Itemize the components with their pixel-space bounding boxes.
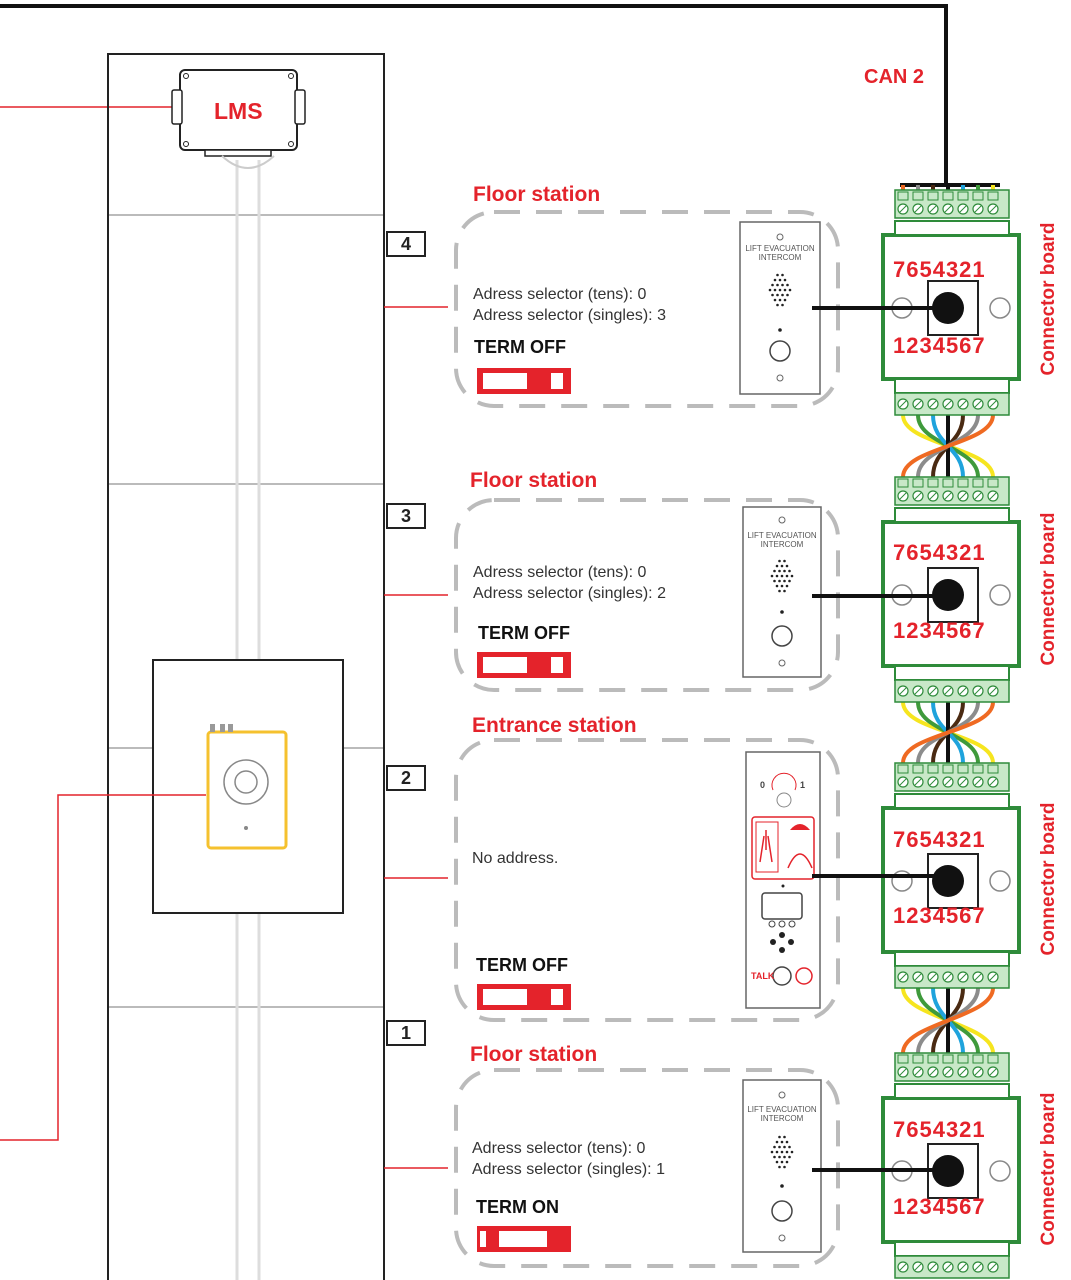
floor-station-panel xyxy=(739,221,821,395)
speaker-grille xyxy=(768,273,792,307)
term-switch xyxy=(477,652,571,678)
connector-board xyxy=(881,189,1021,416)
dial-high-label: 1 xyxy=(800,780,806,790)
station-outline xyxy=(454,738,840,1022)
lms-label: LMS xyxy=(214,98,263,124)
board-pins-top: 7654321 xyxy=(893,827,986,852)
address-tens: Adress selector (tens): 0 xyxy=(473,286,647,303)
address-none: No address. xyxy=(472,850,559,867)
address-text: Adress selector (tens): 0 Adress selecto… xyxy=(473,284,666,326)
board-pins-top: 7654321 xyxy=(893,540,986,565)
board-pins-bottom: 1234567 xyxy=(893,333,986,358)
car-feed-line xyxy=(0,794,206,1141)
address-singles: Adress selector (singles): 3 xyxy=(473,307,666,324)
dial-low-label: 0 xyxy=(760,780,766,790)
floor-number: 3 xyxy=(386,503,426,529)
connector-board-label: Connector board xyxy=(1038,222,1059,376)
board-pins-bottom: 1234567 xyxy=(893,1194,986,1219)
connector-board-label: Connector board xyxy=(1038,802,1059,956)
intercom-label: LIFT EVACUATION INTERCOM xyxy=(747,1105,817,1123)
term-switch xyxy=(477,984,571,1010)
can-bus-label: CAN 2 xyxy=(864,66,925,88)
intercom-label: LIFT EVACUATION INTERCOM xyxy=(745,244,815,262)
station-title: Floor station xyxy=(470,469,598,492)
term-label: TERM OFF xyxy=(478,623,570,643)
term-label: TERM ON xyxy=(476,1197,559,1217)
speaker-grille xyxy=(770,1135,794,1169)
board-pins-top: 7654321 xyxy=(893,1117,986,1142)
car-station-device xyxy=(206,724,288,850)
address-singles: Adress selector (singles): 2 xyxy=(473,585,666,602)
address-text: Adress selector (tens): 0 Adress selecto… xyxy=(472,1138,665,1180)
can-bus-line xyxy=(0,4,948,185)
address-text: Adress selector (tens): 0 Adress selecto… xyxy=(473,562,666,604)
connector-board-label: Connector board xyxy=(1038,1092,1059,1246)
term-label: TERM OFF xyxy=(474,337,566,357)
connector-board xyxy=(881,1052,1021,1279)
speaker-grille xyxy=(770,559,794,593)
address-text: No address. xyxy=(472,848,558,869)
term-switch xyxy=(477,1226,571,1252)
connector-board xyxy=(881,762,1021,989)
floor-number: 2 xyxy=(386,765,426,791)
talk-label: TALK xyxy=(751,971,775,981)
term-label: TERM OFF xyxy=(476,955,568,975)
floor-number: 1 xyxy=(386,1020,426,1046)
board-wiring xyxy=(900,183,1000,1054)
station-title: Floor station xyxy=(473,183,601,206)
connector-board-label: Connector board xyxy=(1038,512,1059,666)
board-pins-bottom: 1234567 xyxy=(893,618,986,643)
floor-number: 4 xyxy=(386,231,426,257)
lift-shaft xyxy=(107,53,385,1280)
board-pins-bottom: 1234567 xyxy=(893,903,986,928)
board-pins-top: 7654321 xyxy=(893,257,986,282)
term-switch xyxy=(477,368,571,394)
entrance-station-panel xyxy=(745,751,821,1009)
connector-board xyxy=(881,476,1021,703)
address-singles: Adress selector (singles): 1 xyxy=(472,1161,665,1178)
address-tens: Adress selector (tens): 0 xyxy=(472,1140,646,1157)
station-title: Floor station xyxy=(470,1043,598,1066)
intercom-label: LIFT EVACUATION INTERCOM xyxy=(747,531,817,549)
floor-station-panel xyxy=(742,506,822,678)
floor-station-panel xyxy=(742,1079,822,1253)
lms-unit xyxy=(171,69,306,169)
address-tens: Adress selector (tens): 0 xyxy=(473,564,647,581)
station-title: Entrance station xyxy=(472,714,637,737)
